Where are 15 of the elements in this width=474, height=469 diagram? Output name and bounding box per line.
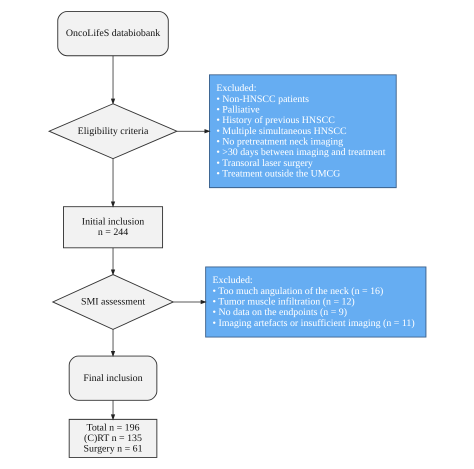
arrow (110, 158, 115, 208)
node-box: Final inclusion (68, 356, 157, 401)
node-box: OncoLifeS databiobank (56, 11, 168, 56)
arrow (176, 129, 210, 134)
node-diamond: SMI assessment (51, 274, 174, 330)
arrow (110, 55, 115, 105)
arrow (172, 300, 206, 304)
node-box: Excluded: • Too much angulation of the neck (n = 16) • Tumor muscle infiltration (n = 12) • No data on the endpoints (n = 9) • Imaging artefacts or insufficient imaging (n = 11) (204, 266, 426, 338)
arrow (110, 248, 115, 276)
node-box: Excluded: • Non-HNSCC patients • Palliative • History of previous HNSCC • Multiple simultaneous HNSCC • No pretreatment neck imaging • >30 days between imaging and treatment • Transoral laser surgery • Treatment outside the UMCG (208, 74, 396, 188)
arrow (110, 400, 115, 420)
node-diamond: Eligibility criteria (47, 103, 178, 160)
node-box: Initial inclusion n = 244 (62, 206, 163, 248)
node-box: Total n = 196 (C)RT n = 135 Surgery n = 61 (68, 418, 157, 458)
arrow (110, 329, 115, 358)
